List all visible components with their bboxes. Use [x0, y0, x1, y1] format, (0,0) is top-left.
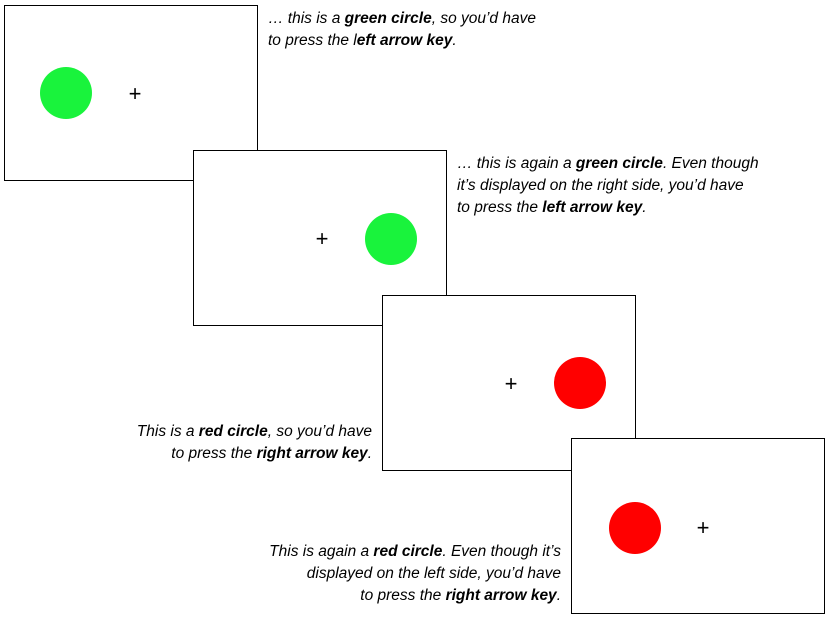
caption-text: This is a — [136, 423, 199, 440]
caption-1: … this is a green circle, so you’d have … — [268, 8, 536, 52]
caption-2: … this is again a green circle. Even tho… — [457, 153, 759, 219]
caption-text: , so you’d have — [267, 423, 372, 440]
stimulus-panel-1: + — [4, 5, 258, 181]
caption-4-line-1: This is again a red circle. Even though … — [269, 541, 561, 563]
caption-4-line-2: displayed on the left side, you’d have — [306, 565, 561, 582]
caption-text: to press the — [360, 587, 446, 604]
caption-text: . — [642, 199, 647, 216]
caption-emphasis: right arrow key — [256, 445, 368, 462]
caption-text: . Even though it’s — [442, 543, 561, 560]
caption-1-line-1: … this is a green circle, so you’d have — [268, 8, 536, 30]
caption-2-line-3: to press the left arrow key. — [457, 197, 759, 219]
caption-4-line-3: to press the right arrow key. — [269, 585, 561, 607]
green-circle — [365, 213, 417, 265]
fixation-cross: + — [504, 371, 518, 396]
green-circle — [40, 67, 92, 119]
caption-text: … this is again a — [457, 155, 576, 172]
caption-emphasis: left arrow key — [542, 199, 643, 216]
caption-emphasis: red circle — [373, 543, 443, 560]
caption-2-line-1: … this is again a green circle. Even tho… — [457, 153, 759, 175]
red-circle — [554, 357, 606, 409]
caption-text: . — [556, 587, 561, 604]
caption-text: , so you’d have — [431, 10, 536, 27]
caption-text: . Even though — [662, 155, 759, 172]
caption-emphasis: green circle — [575, 155, 663, 172]
fixation-cross: + — [315, 226, 329, 251]
fixation-cross: + — [128, 81, 142, 106]
caption-4: This is again a red circle. Even though … — [269, 541, 561, 607]
caption-2-line-2: it’s displayed on the right side, you’d … — [457, 177, 744, 194]
stimulus-panel-4: + — [571, 438, 825, 614]
caption-text: … this is a — [268, 10, 345, 27]
caption-text: This is again a — [269, 543, 374, 560]
caption-text: . — [452, 32, 457, 49]
caption-text: . — [367, 445, 372, 462]
fixation-cross: + — [696, 515, 710, 540]
caption-3: This is a red circle, so you’d have to p… — [137, 421, 372, 465]
caption-emphasis: right arrow key — [445, 587, 557, 604]
caption-emphasis: red circle — [198, 423, 268, 440]
caption-3-line-2: to press the right arrow key. — [137, 443, 372, 465]
caption-text: to press the l — [268, 32, 357, 49]
caption-1-line-2: to press the left arrow key. — [268, 30, 536, 52]
stimulus-panel-3: + — [382, 295, 636, 471]
caption-emphasis: eft arrow key — [356, 32, 453, 49]
caption-3-line-1: This is a red circle, so you’d have — [137, 421, 372, 443]
red-circle — [609, 502, 661, 554]
caption-text: to press the — [171, 445, 257, 462]
caption-emphasis: green circle — [344, 10, 432, 27]
caption-text: to press the — [457, 199, 543, 216]
